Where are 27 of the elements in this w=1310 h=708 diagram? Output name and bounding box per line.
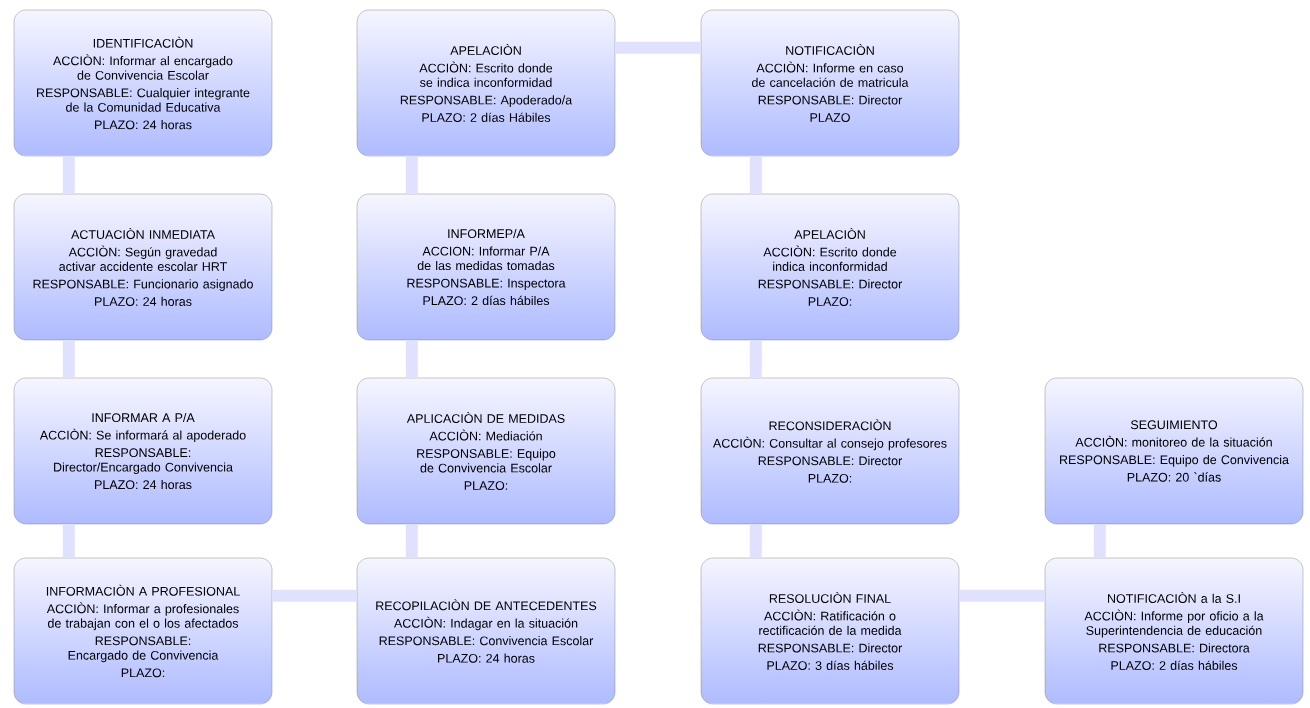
process-box: IDENTIFICACIÒN ACCIÒN: Informar al encargado de Convivencia Escolar RESPONSABLE: Cualquier integrante de la Comunidad Educativa PLAZO: 24 horas bbox=[13, 9, 273, 157]
process-box: APLICACIÒN DE MEDIDAS ACCIÒN: Mediación RESPONSABLE: Equipo de Convivencia Escolar PLAZO: bbox=[356, 377, 616, 525]
connector bbox=[959, 589, 1045, 602]
process-box: INFORMEP/A ACCION: Informar P/A de las medidas tomadas RESPONSABLE: Inspectora PLAZO: 2 días hábiles bbox=[356, 193, 616, 341]
process-box: RESOLUCIÒN FINAL ACCIÒN: Ratificación o rectificación de la medida RESPONSABLE: Director PLAZO: 3 días hábiles bbox=[700, 557, 960, 705]
connector bbox=[749, 340, 762, 378]
process-box: NOTIFICACIÒN a la S.I ACCIÒN: Informe por oficio a la Superintendencia de educación RESPONSABLE: Directora PLAZO: 2 días hábiles bbox=[1044, 557, 1304, 705]
connector bbox=[615, 41, 701, 54]
process-box: INFORMACIÒN A PROFESIONAL ACCIÒN: Informar a profesionales de trabajan con el o los afectados RESPONSABLE: Encargado de Convivencia PLAZO: bbox=[13, 557, 273, 705]
process-box: APELACIÒN ACCIÒN: Escrito donde se indica inconformidad RESPONSABLE: Apoderado/a PLAZO: 2 días Hábiles bbox=[356, 9, 616, 157]
process-box: RECOPILACIÒN DE ANTECEDENTES ACCIÒN: Indagar en la situación RESPONSABLE: Convivencia Escolar PLAZO: 24 horas bbox=[356, 557, 616, 705]
process-box: RECONSIDERACIÒN ACCIÒN: Consultar al consejo profesores RESPONSABLE: Director PLAZO: bbox=[700, 377, 960, 525]
connector bbox=[749, 524, 762, 558]
connector bbox=[405, 156, 418, 194]
connector bbox=[62, 156, 75, 194]
connector bbox=[1093, 524, 1106, 558]
connector bbox=[749, 156, 762, 194]
process-box: SEGUIMIENTO ACCIÒN: monitoreo de la situación RESPONSABLE: Equipo de Convivencia PLAZO: 20 `días bbox=[1044, 377, 1304, 525]
process-box: APELACIÒN ACCIÒN: Escrito donde indica inconformidad RESPONSABLE: Director PLAZO: bbox=[700, 193, 960, 341]
connector bbox=[62, 524, 75, 558]
process-box: ACTUACIÒN INMEDIATA ACCIÒN: Según gravedad activar accidente escolar HRT RESPONSABLE: Funcionario asignado PLAZO: 24 horas bbox=[13, 193, 273, 341]
connector bbox=[405, 524, 418, 558]
connector bbox=[272, 589, 357, 602]
connector bbox=[405, 340, 418, 378]
process-box: INFORMAR A P/A ACCIÒN: Se informará al apoderado RESPONSABLE: Director/Encargado Convivencia PLAZO: 24 horas bbox=[13, 377, 273, 525]
connector bbox=[62, 340, 75, 378]
process-box: NOTIFICACIÒN ACCIÒN: Informe en caso de cancelación de matricula RESPONSABLE: Director PLAZO bbox=[700, 9, 960, 157]
